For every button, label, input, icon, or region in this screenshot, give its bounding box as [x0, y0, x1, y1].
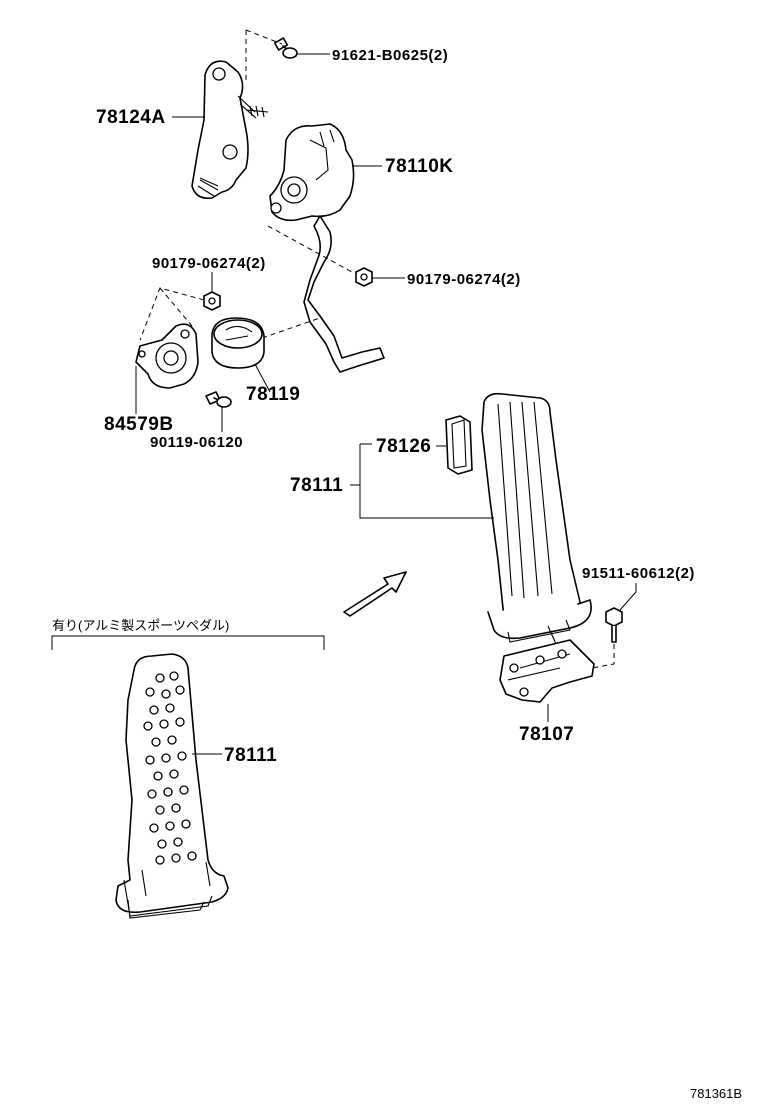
leader-91511 — [619, 583, 637, 611]
dash-91511 — [591, 644, 615, 669]
cover-78126-part — [445, 415, 473, 475]
label-78126: 78126 — [376, 436, 431, 457]
label-91511: 91511-60612(2) — [582, 565, 695, 582]
pedal-pad-78111-part — [481, 392, 592, 645]
label-78110k: 78110K — [385, 156, 454, 177]
spring-78119-part — [211, 317, 265, 369]
figure-code: 781361B — [690, 1086, 742, 1101]
bolt-91511-part — [605, 607, 623, 643]
bolt-91621-part — [273, 37, 298, 59]
dash-91621 — [245, 29, 283, 80]
leader-78119 — [254, 363, 271, 393]
bolt-90119-part — [205, 391, 232, 408]
bracket-78107-part — [499, 639, 595, 703]
label-91621: 91621-B0625(2) — [332, 47, 448, 64]
label-78107: 78107 — [519, 724, 574, 745]
direction-arrow — [343, 571, 407, 617]
label-90179-right: 90179-06274(2) — [407, 271, 521, 288]
bracket-78124a-part — [191, 60, 269, 200]
pedal-arm-78110k-part — [269, 123, 385, 373]
label-90119: 90119-06120 — [150, 434, 243, 451]
dash-90179-left — [139, 287, 205, 341]
dash-78110k-nut — [267, 225, 353, 273]
label-78124a: 78124A — [96, 107, 166, 128]
sensor-84579b-part — [135, 323, 199, 389]
nut-90179-right-part — [355, 267, 373, 287]
label-78111-alt: 78111 — [224, 745, 277, 766]
leader-78111-main — [350, 443, 494, 519]
sport-pedal-78111-part — [115, 653, 229, 919]
dash-78119-arm — [261, 317, 321, 339]
label-90179-left: 90179-06274(2) — [152, 255, 266, 272]
nut-90179-left-part — [203, 291, 221, 311]
option-bracket-line — [51, 635, 325, 650]
option-note: 有り(アルミ製スポーツペダル) — [52, 618, 229, 633]
label-78119: 78119 — [246, 384, 300, 405]
label-78111-main: 78111 — [290, 475, 343, 496]
label-84579b: 84579B — [104, 414, 174, 435]
